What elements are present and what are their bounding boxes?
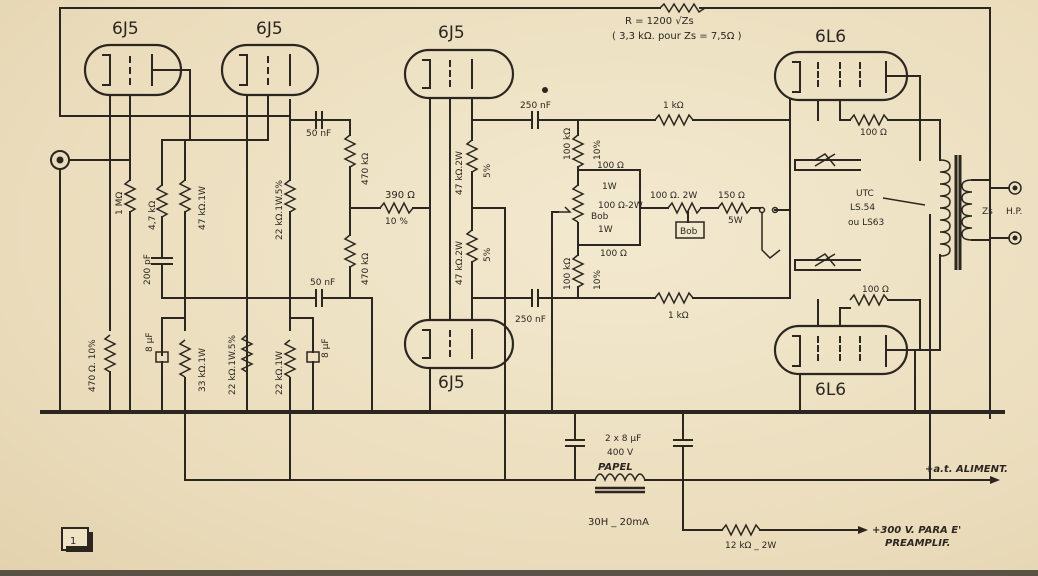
svg-text:47 kΩ.1W: 47 kΩ.1W: [198, 186, 208, 230]
svg-text:1 kΩ: 1 kΩ: [663, 101, 684, 111]
svg-text:100 Ω: 100 Ω: [597, 161, 624, 171]
tube-v4-label: 6J5: [438, 373, 465, 393]
svg-text:2 x 8 µF: 2 x 8 µF: [605, 434, 641, 444]
svg-text:5W: 5W: [728, 216, 743, 226]
svg-text:8 µF: 8 µF: [145, 333, 155, 353]
svg-text:LS.54: LS.54: [850, 203, 875, 213]
tube-v6: 6L6 100 Ω: [773, 285, 941, 413]
figure-number: 1: [61, 527, 93, 552]
svg-text:470 kΩ: 470 kΩ: [361, 153, 371, 185]
tube-v1-label: 6J5: [112, 19, 139, 39]
v1-plate-network: 4,7 kΩ 200 pF 47 kΩ.1W 8 µF 33 kΩ.1W: [143, 139, 271, 481]
svg-text:100 Ω. 2W: 100 Ω. 2W: [650, 191, 697, 201]
choke-label: PAPEL: [598, 462, 633, 473]
svg-text:1W: 1W: [602, 182, 617, 192]
svg-text:5%: 5%: [483, 163, 493, 178]
svg-text:PREAMPLIF.: PREAMPLIF.: [885, 538, 950, 549]
tube-v4: 6J5: [403, 318, 515, 413]
v3-network: 47 kΩ.2W 5% 47 kΩ.2W 5%: [455, 119, 523, 481]
speaker-label: H.P.: [1006, 207, 1022, 217]
svg-text:250 nF: 250 nF: [515, 315, 546, 325]
svg-text:22 kΩ.1W.5%: 22 kΩ.1W.5%: [275, 180, 285, 240]
svg-text:47 kΩ.2W: 47 kΩ.2W: [455, 151, 465, 195]
svg-text:1 kΩ: 1 kΩ: [668, 311, 689, 321]
svg-text:10%: 10%: [593, 140, 603, 160]
svg-text:200 pF: 200 pF: [143, 254, 153, 285]
phase-splitter-input: 50 nF 470 kΩ 390 Ω 10 % 470 kΩ 50 nF: [299, 111, 429, 413]
transformer-label: UTC: [856, 189, 874, 199]
supply-at-label: +a.t. ALIMENT.: [925, 464, 1008, 475]
svg-text:Bob: Bob: [591, 212, 609, 222]
svg-text:470 kΩ: 470 kΩ: [361, 253, 371, 285]
feedback-formula: R = 1200 √Zs: [625, 16, 694, 27]
svg-text:100 Ω: 100 Ω: [860, 128, 887, 138]
svg-text:47 kΩ.2W: 47 kΩ.2W: [455, 241, 465, 285]
svg-text:10%: 10%: [593, 270, 603, 290]
tube-v2: 6J5: [184, 19, 331, 413]
svg-text:22 kΩ.1W.5%: 22 kΩ.1W.5%: [228, 335, 238, 395]
svg-text:Bob: Bob: [680, 227, 698, 237]
svg-text:5%: 5%: [483, 247, 493, 262]
supply-300-label: +300 V. PARA E': [872, 525, 961, 536]
feedback-note: ( 3,3 kΩ. pour Zs = 7,5Ω ): [612, 31, 742, 42]
svg-text:1W: 1W: [598, 225, 613, 235]
tube-v3-label: 6J5: [438, 23, 465, 43]
tube-v5-label: 6L6: [815, 27, 846, 47]
svg-text:400 V: 400 V: [607, 448, 634, 458]
svg-text:150 Ω: 150 Ω: [718, 191, 745, 201]
figure-number-label: 1: [70, 536, 76, 547]
svg-text:100 Ω: 100 Ω: [600, 249, 627, 259]
input-jack: [50, 150, 131, 413]
svg-text:50 nF: 50 nF: [310, 278, 335, 288]
svg-text:4,7 kΩ: 4,7 kΩ: [148, 201, 158, 230]
svg-text:ou LS63: ou LS63: [848, 218, 884, 228]
svg-text:250 nF: 250 nF: [520, 101, 551, 111]
svg-text:8 µF: 8 µF: [321, 339, 331, 359]
bias-network: 100 kΩ 10% 100 kΩ 10% 100 Ω 1W 100 Ω-2W …: [551, 119, 791, 413]
svg-text:100 Ω: 100 Ω: [862, 285, 889, 295]
svg-text:470 Ω. 10%: 470 Ω. 10%: [88, 339, 98, 392]
svg-text:30H _ 20mA: 30H _ 20mA: [588, 517, 649, 528]
svg-text:Zs: Zs: [982, 207, 993, 217]
svg-text:33 kΩ.1W: 33 kΩ.1W: [198, 348, 208, 392]
v2-network: 22 kΩ.1W.5% 22 kΩ.1W.5% 22 kΩ.1W 8 µF: [228, 119, 331, 481]
tube-v5: 6L6 100 Ω: [773, 27, 941, 299]
v1-bias: 1 MΩ 470 Ω. 10%: [88, 115, 137, 413]
tube-v2-label: 6J5: [256, 19, 283, 39]
svg-text:100 kΩ: 100 kΩ: [563, 128, 573, 160]
svg-text:100 kΩ: 100 kΩ: [563, 258, 573, 290]
output-drive: 250 nF 1 kΩ 250 nF 1 kΩ: [515, 101, 791, 325]
svg-text:10 %: 10 %: [385, 217, 408, 227]
svg-text:50 nF: 50 nF: [306, 129, 331, 139]
power-supply: 2 x 8 µF 400 V PAPEL 30H _ 20mA +a.t. AL…: [184, 411, 1008, 551]
tube-v3: 6J5: [403, 23, 548, 319]
svg-text:12 kΩ _ 2W: 12 kΩ _ 2W: [725, 541, 776, 551]
tube-v1: 6J5: [83, 19, 191, 161]
svg-text:22 kΩ.1W: 22 kΩ.1W: [275, 351, 285, 395]
svg-text:390 Ω: 390 Ω: [385, 190, 415, 201]
svg-text:1 MΩ: 1 MΩ: [115, 192, 125, 215]
tube-v6-label: 6L6: [815, 380, 846, 400]
svg-text:100 Ω-2W: 100 Ω-2W: [598, 201, 643, 211]
output-stage: UTC LS.54 ou LS63 Zs H.P.: [794, 75, 1022, 481]
